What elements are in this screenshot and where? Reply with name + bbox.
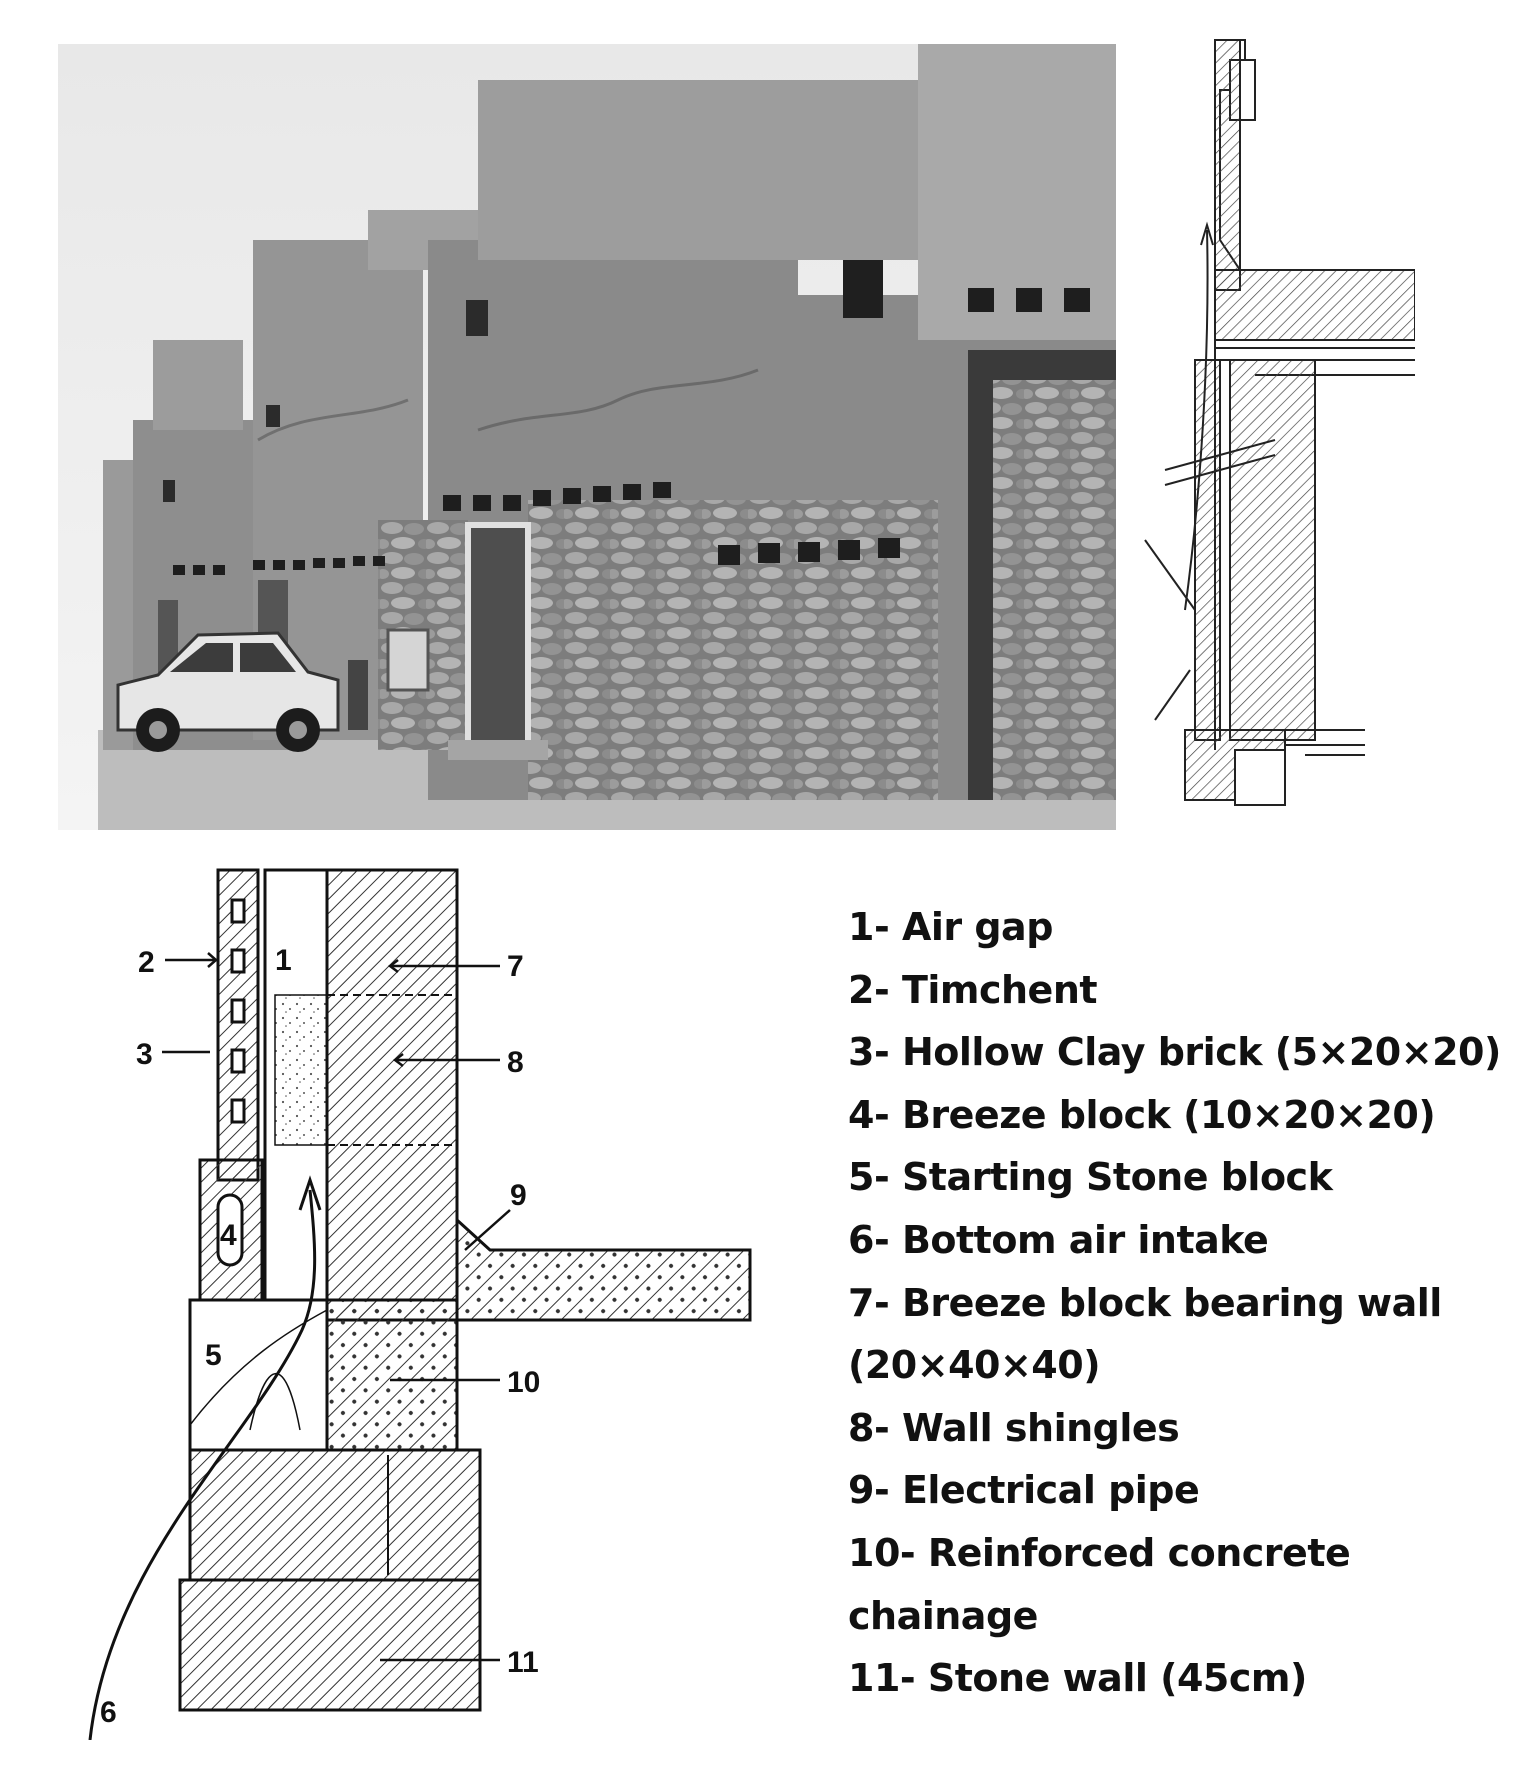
legend-item-6: 6- Bottom air intake	[848, 1217, 1269, 1262]
legend-item-4: 4- Breeze block (10×20×20)	[848, 1092, 1436, 1137]
legend-item-9: 9- Electrical pipe	[848, 1468, 1200, 1513]
legend-item-8: 8- Wall shingles	[848, 1405, 1180, 1450]
legend-item-10-cont: chainage	[848, 1593, 1038, 1638]
callout-11: 11	[507, 1646, 539, 1679]
legend-item-11: 11- Stone wall (45cm)	[848, 1656, 1307, 1701]
wall-section-drawing-annotated: 1 2 3 4 5 6 7 8 9 10 11	[88, 868, 752, 1740]
legend-item-7: 7- Breeze block bearing wall	[848, 1280, 1442, 1325]
callout-6: 6	[100, 1696, 117, 1729]
legend-item-5: 5- Starting Stone block	[848, 1155, 1333, 1200]
callout-5: 5	[205, 1339, 222, 1372]
callout-4: 4	[220, 1219, 237, 1252]
legend-item-7-cont: (20×40×40)	[848, 1343, 1101, 1388]
callout-9: 9	[510, 1179, 527, 1212]
wall-section-drawing-small	[1144, 39, 1415, 806]
legend-item-3: 3- Hollow Clay brick (5×20×20)	[848, 1030, 1501, 1075]
legend-item-1: 1- Air gap	[848, 905, 1053, 949]
callout-2: 2	[138, 946, 155, 979]
building-photo	[58, 40, 1116, 830]
callout-7: 7	[507, 950, 524, 983]
callout-1: 1	[275, 944, 292, 977]
callout-8: 8	[507, 1046, 524, 1079]
legend-item-10: 10- Reinforced concrete	[848, 1530, 1351, 1575]
legend-list: 1- Air gap 2- Timchent 3- Hollow Clay br…	[848, 896, 1528, 1710]
car-icon	[116, 631, 340, 752]
callout-3: 3	[136, 1038, 153, 1071]
callout-10: 10	[507, 1366, 540, 1399]
legend-item-2: 2- Timchent	[848, 967, 1098, 1012]
